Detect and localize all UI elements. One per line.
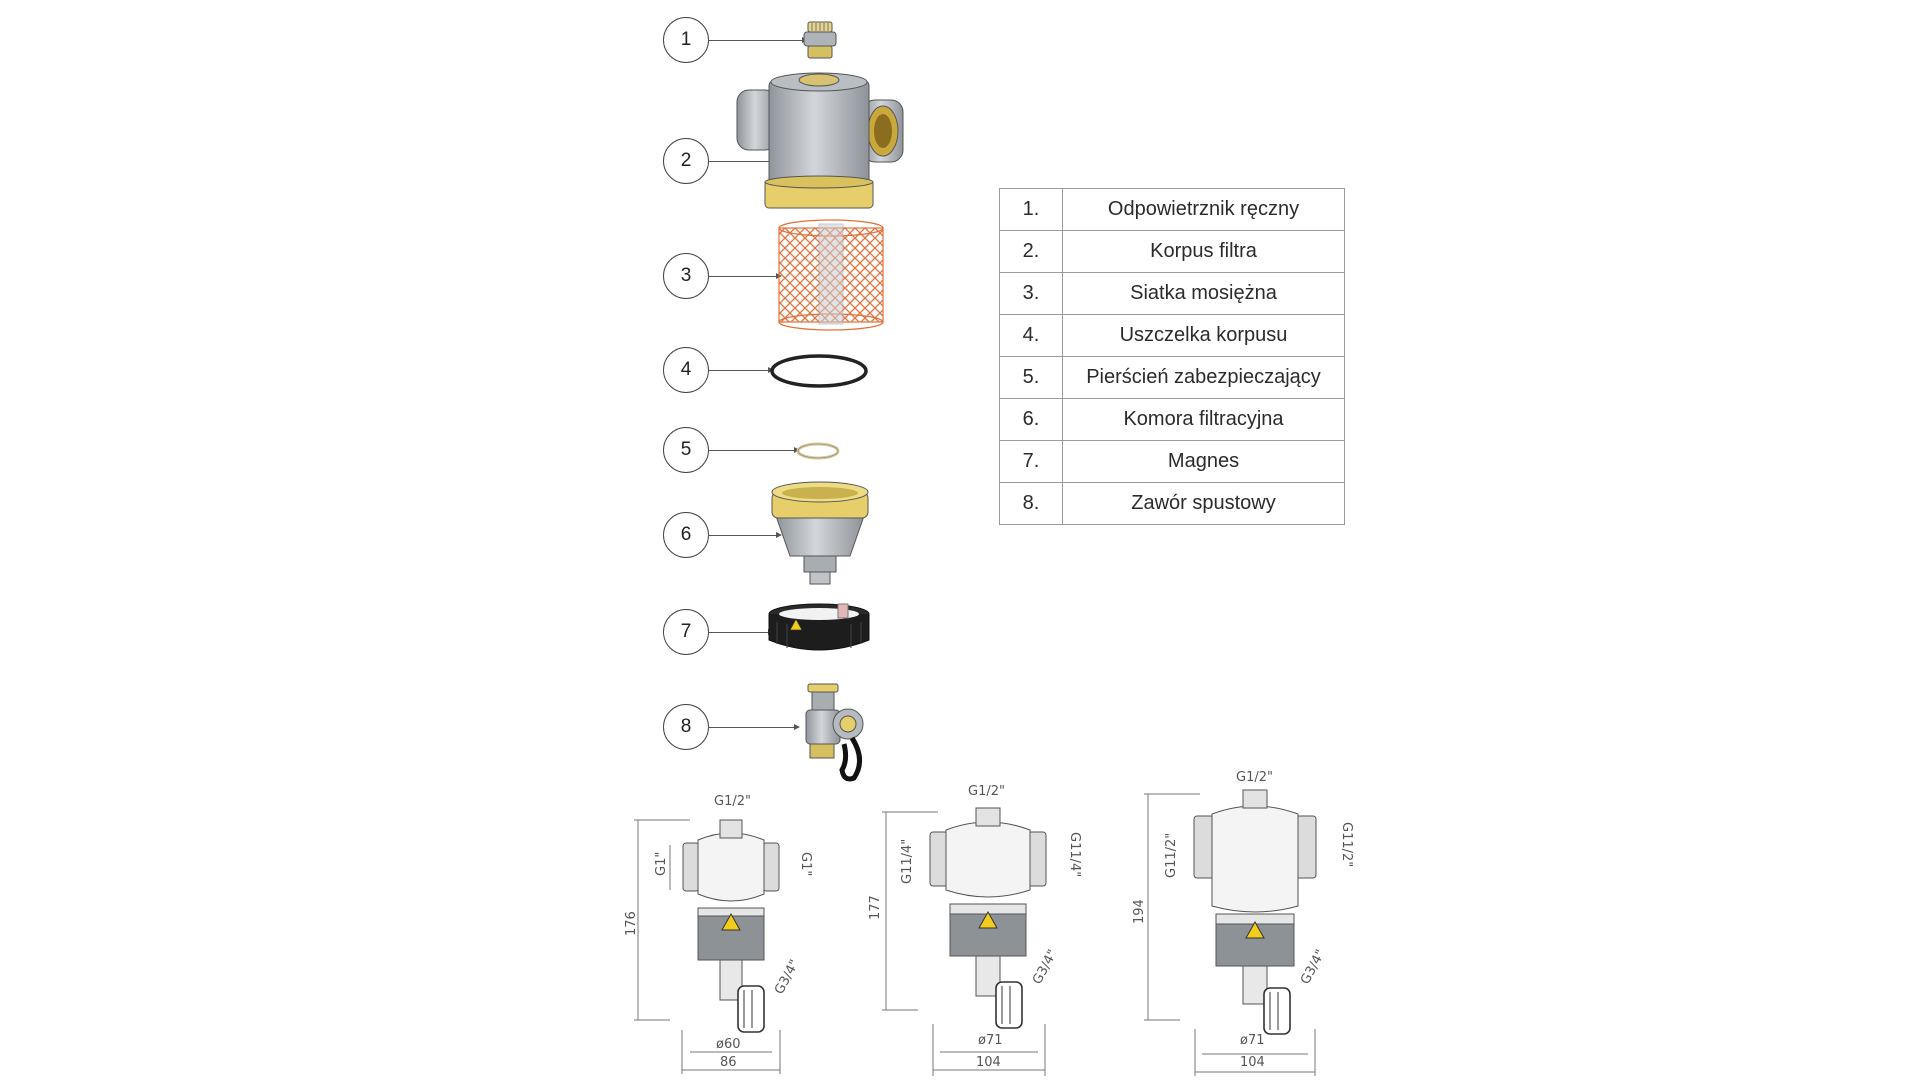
top-thread-label: G1/2" — [968, 784, 1005, 799]
diameter-label: ø71 — [1240, 1033, 1265, 1048]
callout-5: 5 — [663, 427, 709, 473]
filter-body-illustration — [736, 72, 904, 209]
locking-ring-illustration — [796, 442, 840, 460]
side-thread-label: G1" — [654, 851, 669, 876]
callout-7: 7 — [663, 609, 709, 655]
parts-table: 1.Odpowietrznik ręczny 2.Korpus filtra 3… — [999, 188, 1345, 525]
leader-line — [709, 35, 808, 45]
callout-4: 4 — [663, 347, 709, 393]
side-thread-label: G11/2" — [1164, 832, 1179, 878]
dimension-drawing-1 — [634, 819, 781, 1074]
callout-6: 6 — [663, 512, 709, 558]
leader-line — [709, 271, 782, 281]
height-dimension-label: 194 — [1132, 899, 1147, 924]
height-dimension-label: 177 — [868, 895, 883, 920]
side-thread-label: G11/4" — [1067, 832, 1082, 878]
drain-valve-illustration — [805, 683, 864, 782]
top-thread-label: G1/2" — [1236, 770, 1273, 785]
callout-8: 8 — [663, 704, 709, 750]
table-row: 1.Odpowietrznik ręczny — [999, 188, 1345, 231]
dimension-drawing-3 — [1144, 789, 1317, 1076]
leader-line — [709, 530, 782, 540]
brass-mesh-illustration — [778, 219, 884, 331]
top-thread-label: G1/2" — [714, 794, 751, 809]
side-thread-label: G1" — [798, 852, 813, 877]
diameter-label: ø71 — [978, 1033, 1003, 1048]
table-row: 5.Pierścień zabezpieczający — [999, 356, 1345, 399]
table-row: 8.Zawór spustowy — [999, 482, 1345, 525]
leader-line — [709, 722, 800, 732]
width-dimension-label: 86 — [720, 1055, 737, 1070]
width-dimension-label: 104 — [1240, 1055, 1265, 1070]
table-row: 2.Korpus filtra — [999, 230, 1345, 273]
height-dimension-label: 176 — [624, 911, 639, 936]
leader-line — [709, 365, 774, 375]
filter-chamber-illustration — [771, 481, 869, 585]
leader-line — [709, 627, 774, 637]
magnet-illustration — [768, 603, 870, 651]
table-row: 6.Komora filtracyjna — [999, 398, 1345, 441]
diameter-label: ø60 — [716, 1037, 741, 1052]
side-thread-label: G11/2" — [1339, 822, 1354, 868]
callout-3: 3 — [663, 253, 709, 299]
width-dimension-label: 104 — [976, 1055, 1001, 1070]
air-vent-illustration — [803, 21, 837, 59]
leader-line — [709, 445, 800, 455]
callout-1: 1 — [663, 17, 709, 63]
dimension-drawing-2 — [882, 807, 1047, 1076]
table-row: 7.Magnes — [999, 440, 1345, 483]
side-thread-label: G11/4" — [900, 838, 915, 884]
callout-2: 2 — [663, 138, 709, 184]
table-row: 3.Siatka mosiężna — [999, 272, 1345, 315]
body-seal-illustration — [770, 354, 868, 388]
table-row: 4.Uszczelka korpusu — [999, 314, 1345, 357]
